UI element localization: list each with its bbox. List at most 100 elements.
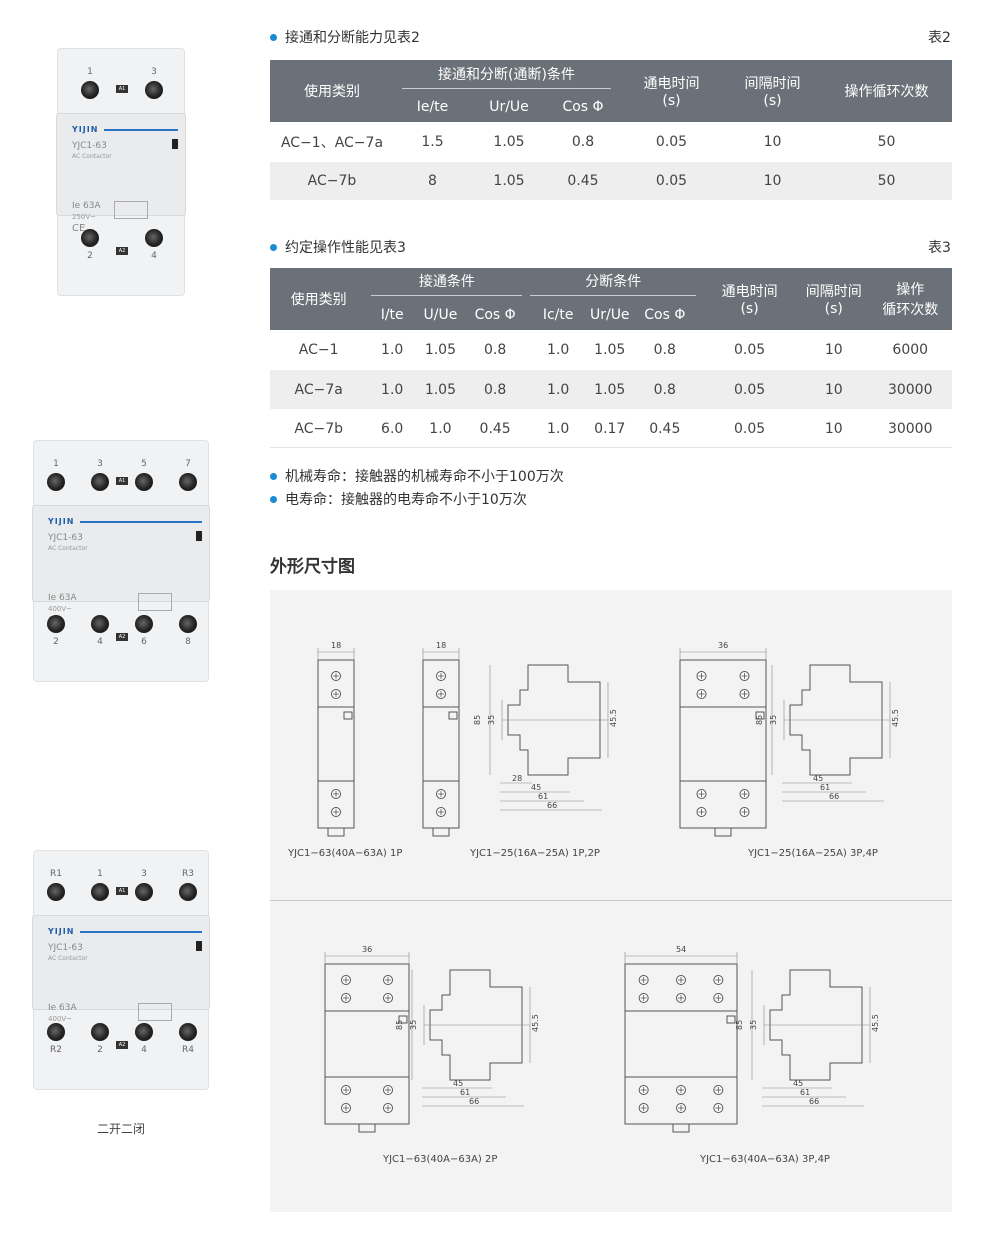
dimension-label: 66	[469, 1097, 479, 1106]
model-label: YJC1-63	[48, 943, 83, 953]
dimension-label: 61	[820, 783, 830, 792]
screw-icon	[47, 883, 65, 901]
header-category: 使用类别	[270, 268, 368, 330]
header-sub: Cos Φ	[463, 299, 527, 330]
pin-label: 1	[87, 67, 93, 77]
pin-label: 3	[141, 869, 147, 879]
dimension-label: 85	[755, 715, 764, 725]
screw-icon	[145, 229, 163, 247]
header-sub: I/te	[367, 299, 417, 330]
header-interval: 间隔时间(s)	[724, 60, 821, 122]
drawing-line	[672, 1123, 690, 1133]
header-cycles: 操作循环次数	[868, 268, 952, 330]
header-sub: Cos Φ	[547, 92, 619, 122]
header-interval: 间隔时间(s)	[799, 268, 869, 330]
side-outline	[789, 664, 883, 776]
dimension-label: 85	[735, 1020, 744, 1030]
drawing-line	[358, 1123, 376, 1133]
screw-icon	[81, 81, 99, 99]
dimension-label: 66	[547, 801, 557, 810]
front-outline	[679, 659, 767, 829]
pin-label: 4	[97, 637, 103, 647]
header-category: 使用类别	[270, 60, 394, 122]
drawing-line	[398, 1015, 408, 1024]
divider	[270, 900, 952, 901]
table3-number: 表3	[928, 240, 951, 256]
dimension-label: 18	[331, 641, 341, 650]
pin-label: 2	[97, 1045, 103, 1055]
header-sub: Ur/Ue	[471, 92, 547, 122]
terminal-tag: A1	[116, 477, 128, 485]
dimension-label: 66	[829, 792, 839, 801]
pin-label: 7	[185, 459, 191, 469]
screw-icon	[179, 615, 197, 633]
dimension-label: 61	[460, 1088, 470, 1097]
table2-title: 接通和分断能力见表2	[270, 27, 420, 47]
drawing-caption: YJC1−25(16A−25A) 3P,4P	[748, 848, 878, 859]
screw-icon	[91, 615, 109, 633]
brand-stripe	[104, 129, 178, 131]
drawing-line	[448, 711, 458, 720]
bullet-electrical-life: 电寿命：接触器的电寿命不小于10万次	[270, 489, 527, 509]
wiring-diagram-icon	[138, 593, 172, 611]
side-outline	[507, 664, 601, 776]
screw-icon	[91, 1023, 109, 1041]
side-outline	[769, 969, 863, 1081]
rating-label: Ie 63A	[48, 593, 77, 603]
pin-label: 3	[97, 459, 103, 469]
indicator-icon	[196, 531, 202, 541]
dimension-label: 45	[531, 783, 541, 792]
front-panel	[32, 915, 210, 1010]
drawing-caption: YJC1−63(40A−63A) 2P	[383, 1154, 498, 1165]
model-subtitle: AC Contactor	[48, 955, 88, 962]
dimension-label: 45	[793, 1079, 803, 1088]
bullet-dot-icon	[270, 243, 277, 251]
pin-label: 8	[185, 637, 191, 647]
dimension-label: 45	[453, 1079, 463, 1088]
wiring-diagram-icon	[114, 201, 148, 219]
pin-label: 2	[87, 251, 93, 261]
pin-label: 3	[151, 67, 157, 77]
brand-stripe	[80, 931, 202, 933]
wiring-diagram-icon	[138, 1003, 172, 1021]
side-outline	[429, 969, 523, 1081]
dimensions-title: 外形尺寸图	[270, 557, 355, 577]
rating-label: Ie 63A	[48, 1003, 77, 1013]
screw-icon	[135, 473, 153, 491]
dimension-label: 54	[676, 945, 686, 954]
pin-label: R4	[182, 1045, 194, 1055]
drawing-caption: YJC1−25(16A−25A) 1P,2P	[470, 848, 600, 859]
brand-stripe	[80, 521, 202, 523]
table3: 使用类别 接通条件 分断条件 通电时间(s) 间隔时间(s) 操作循环次数 I/…	[270, 268, 952, 448]
dimension-label: 45	[813, 774, 823, 783]
drawing-line	[327, 827, 345, 837]
dimension-label: 61	[538, 792, 548, 801]
voltage-label: 400V~	[48, 1015, 73, 1023]
drawing-caption: YJC1−63(40A−63A) 3P,4P	[700, 1154, 830, 1165]
screw-icon	[179, 473, 197, 491]
model-label: YJC1-63	[48, 533, 83, 543]
dimension-label: 45.5	[609, 709, 618, 727]
header-sub: U/Ue	[417, 299, 464, 330]
voltage-label: 250V~	[72, 213, 97, 221]
screw-icon	[145, 81, 163, 99]
screw-icon	[135, 883, 153, 901]
dimension-label: 35	[487, 715, 496, 725]
drawing-line	[343, 711, 353, 720]
dimension-label: 18	[436, 641, 446, 650]
header-cycles: 操作循环次数	[821, 60, 952, 122]
pin-label: 1	[53, 459, 59, 469]
model-subtitle: AC Contactor	[72, 153, 112, 160]
drawing-line	[432, 827, 450, 837]
dimension-label: 61	[800, 1088, 810, 1097]
drawing-caption: YJC1−63(40A−63A) 1P	[288, 848, 403, 859]
ce-mark: CE	[72, 223, 86, 234]
terminal-tag: A1	[116, 85, 128, 93]
dimension-label: 36	[362, 945, 372, 954]
